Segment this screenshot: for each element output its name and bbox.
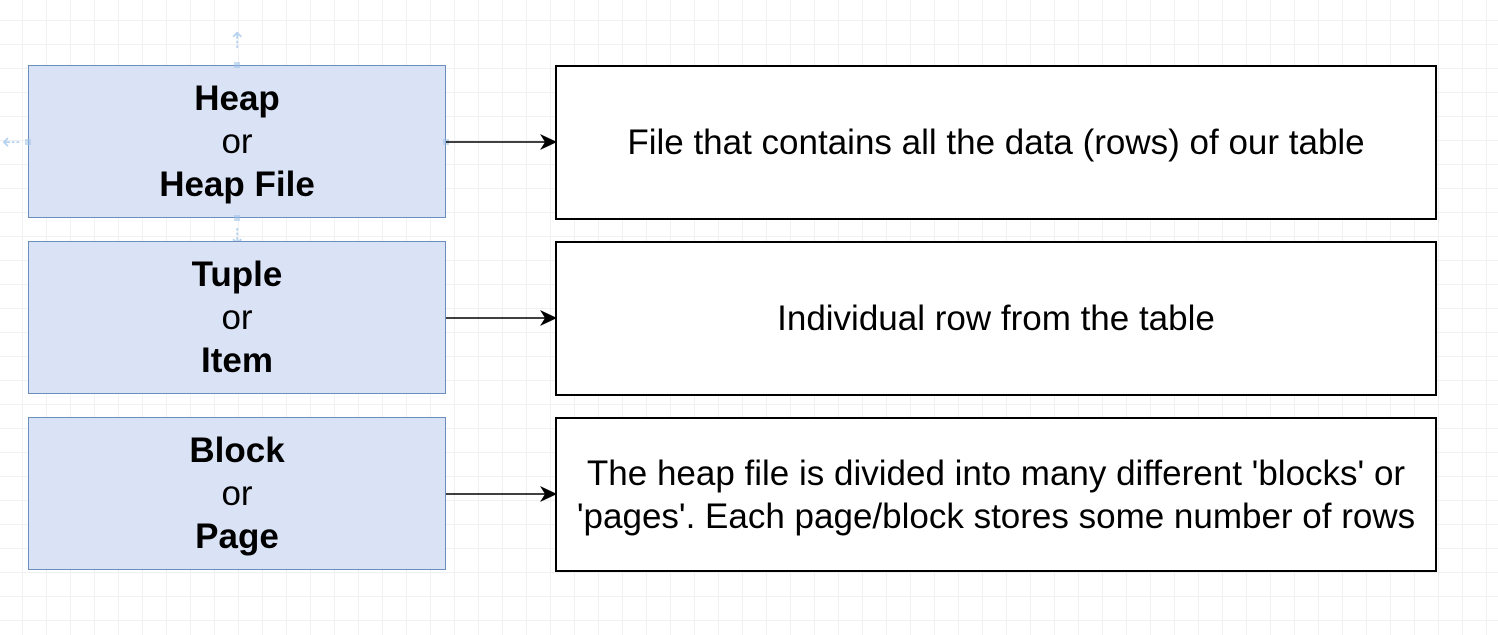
connector-arrow-block xyxy=(446,486,557,502)
resize-handle-left[interactable] xyxy=(25,139,31,145)
term-box-block[interactable]: Block or Page xyxy=(28,417,446,570)
term-connector: or xyxy=(221,122,253,161)
description-box-heap[interactable]: File that contains all the data (rows) o… xyxy=(555,65,1437,220)
term-primary: Tuple xyxy=(191,255,283,294)
connector-arrow-heap xyxy=(446,134,557,150)
term-alternate: Page xyxy=(195,517,279,556)
term-box-tuple[interactable]: Tuple or Item xyxy=(28,241,446,394)
resize-handle-top[interactable] xyxy=(234,62,240,68)
selection-up-arrow-icon[interactable]: ⇡ xyxy=(228,28,247,53)
description-box-tuple[interactable]: Individual row from the table xyxy=(555,241,1437,396)
connector-arrow-tuple xyxy=(446,310,557,326)
term-alternate: Item xyxy=(201,341,273,380)
description-text: Individual row from the table xyxy=(777,299,1215,338)
term-connector: or xyxy=(221,474,253,513)
term-connector: or xyxy=(221,298,253,337)
description-text: File that contains all the data (rows) o… xyxy=(627,123,1365,162)
term-primary: Block xyxy=(189,431,285,470)
term-primary: Heap xyxy=(194,79,280,118)
term-box-heap[interactable]: Heap or Heap File xyxy=(28,65,446,218)
resize-handle-bottom[interactable] xyxy=(234,215,240,221)
term-alternate: Heap File xyxy=(159,165,315,204)
selection-left-arrow-icon[interactable]: ⇠ xyxy=(2,129,21,154)
description-box-block[interactable]: The heap file is divided into many diffe… xyxy=(555,417,1437,572)
description-text: The heap file is divided into many diffe… xyxy=(576,453,1416,536)
